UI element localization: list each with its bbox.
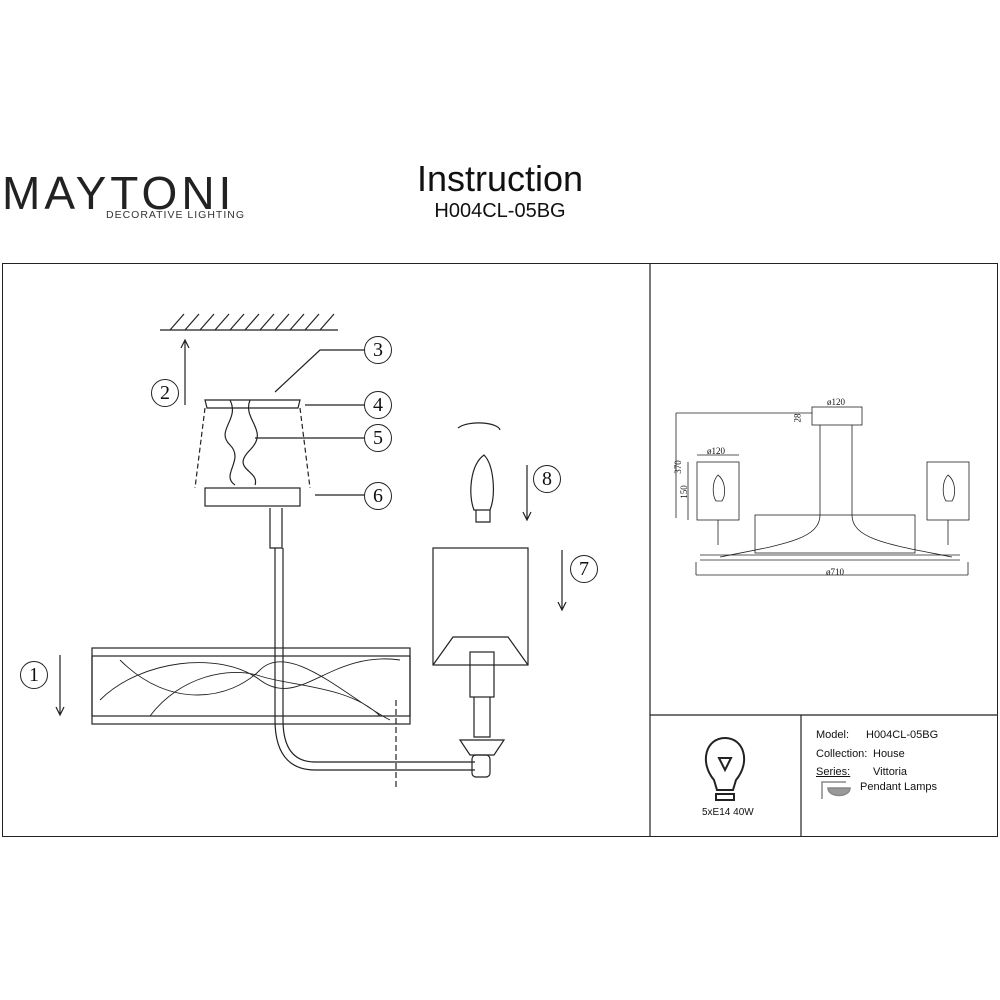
brand-logo: MAYTONI — [2, 167, 236, 219]
collection-value: House — [873, 748, 905, 760]
step-5: 5 — [364, 424, 392, 452]
model-value: H004CL-05BG — [866, 729, 939, 741]
series-value: Vittoria — [873, 766, 908, 778]
step-8: 8 — [533, 465, 561, 493]
dim-shade-height: 150 — [678, 485, 689, 499]
model-label: Model: — [816, 729, 850, 741]
step-1: 1 — [20, 661, 48, 689]
brand-tagline: DECORATIVE LIGHTING — [106, 209, 245, 221]
dim-total-diameter: ø710 — [826, 567, 844, 577]
dim-canopy-diameter: ø120 — [827, 397, 845, 407]
dim-shade-diameter: ø120 — [707, 446, 725, 456]
bulb-spec: 5xE14 40W — [702, 807, 754, 818]
step-3: 3 — [364, 336, 392, 364]
series-label: Series: — [816, 766, 851, 778]
step-2: 2 — [151, 379, 179, 407]
ceiling-hatch — [160, 313, 338, 331]
pendant-lamp-icon — [821, 781, 851, 799]
step-6: 6 — [364, 482, 392, 510]
page-title: Instruction — [416, 158, 584, 199]
dim-canopy-height: 28 — [792, 413, 803, 423]
step-7: 7 — [570, 555, 598, 583]
collection-label: Collection: — [816, 748, 868, 760]
dim-total-height: 370 — [672, 460, 683, 474]
model-subtitle: H004CL-05BG — [434, 200, 566, 222]
type-value: Pendant Lamps — [860, 781, 938, 793]
diagram-frame — [2, 263, 998, 837]
step-4: 4 — [364, 391, 392, 419]
bulb-icon — [704, 736, 746, 801]
